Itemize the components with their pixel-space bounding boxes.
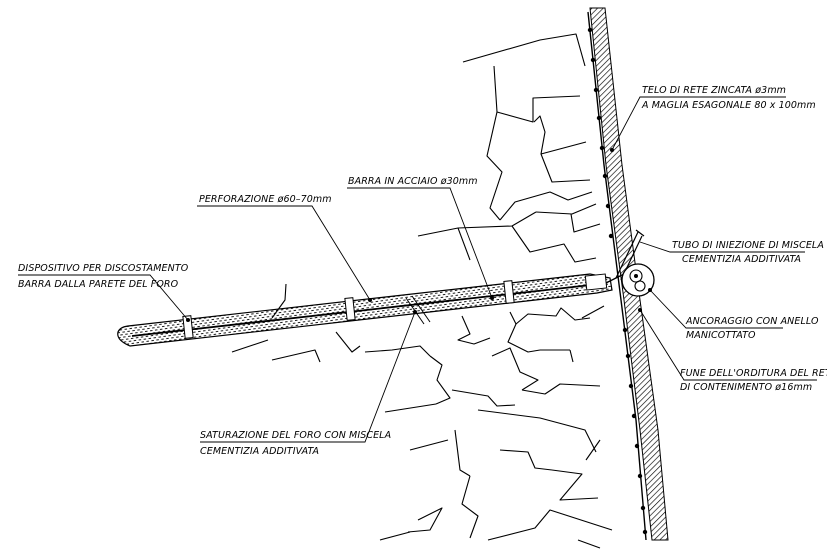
rock-fissures xyxy=(231,33,613,549)
saturazione-label-line1: SATURAZIONE DEL FORO CON MISCELA xyxy=(200,430,391,441)
fune-label-line2: DI CONTENIMENTO ø16mm xyxy=(680,382,812,393)
dispositivo-label-line2: BARRA DALLA PARETE DEL FORO xyxy=(18,279,179,290)
tubo-label-line1: TUBO DI INIEZIONE DI MISCELA xyxy=(672,240,824,251)
ancoraggio-label-line1: ANCORAGGIO CON ANELLO xyxy=(685,316,819,327)
perforazione-label: PERFORAZIONE ø60–70mm xyxy=(199,194,332,205)
saturazione-label-line2: CEMENTIZIA ADDITIVATA xyxy=(200,446,319,457)
ancoraggio-label-line2: MANICOTTATO xyxy=(686,330,756,341)
dispositivo-label-line1: DISPOSITIVO PER DISCOSTAMENTO xyxy=(18,263,189,274)
anchor-bar xyxy=(117,271,629,347)
leader-lines xyxy=(18,96,817,443)
telo-label-line2: A MAGLIA ESAGONALE 80 x 100mm xyxy=(641,100,816,111)
barra-label: BARRA IN ACCIAIO ø30mm xyxy=(348,176,478,187)
fune-label-line1: FUNE DELL'ORDITURA DEL RETICOLO xyxy=(680,368,827,379)
telo-label-line1: TELO DI RETE ZINCATA ø3mm xyxy=(642,85,786,96)
wire-mesh xyxy=(587,11,648,541)
tubo-label-line2: CEMENTIZIA ADDITIVATA xyxy=(682,254,801,265)
anchor-ring xyxy=(621,263,655,297)
